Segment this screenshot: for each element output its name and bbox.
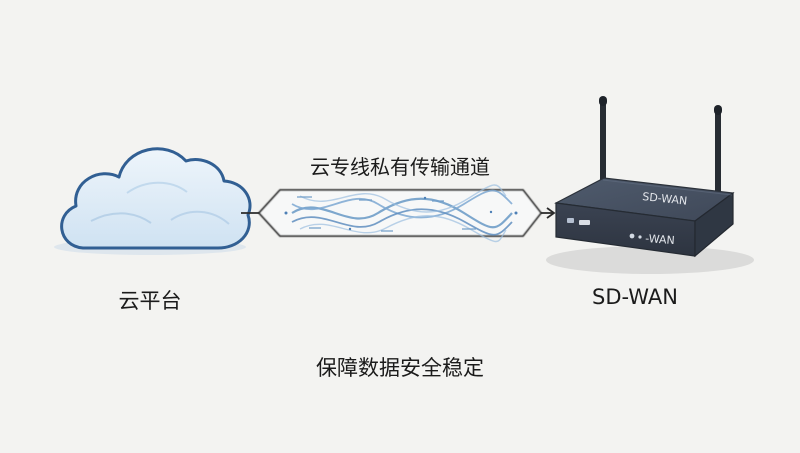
- private-channel-diagram: [241, 184, 556, 243]
- sd-wan-router-icon: SD-WAN -WAN: [546, 96, 754, 274]
- device-top-marking: SD-WAN: [642, 190, 688, 208]
- device-label: SD-WAN: [592, 285, 678, 309]
- channel-label: 云专线私有传输通道: [310, 155, 490, 179]
- bottom-caption: 保障数据安全稳定: [316, 356, 484, 380]
- cloud-icon: [54, 147, 252, 255]
- device-front-marking: -WAN: [645, 232, 675, 247]
- cloud-label: 云平台: [118, 289, 182, 313]
